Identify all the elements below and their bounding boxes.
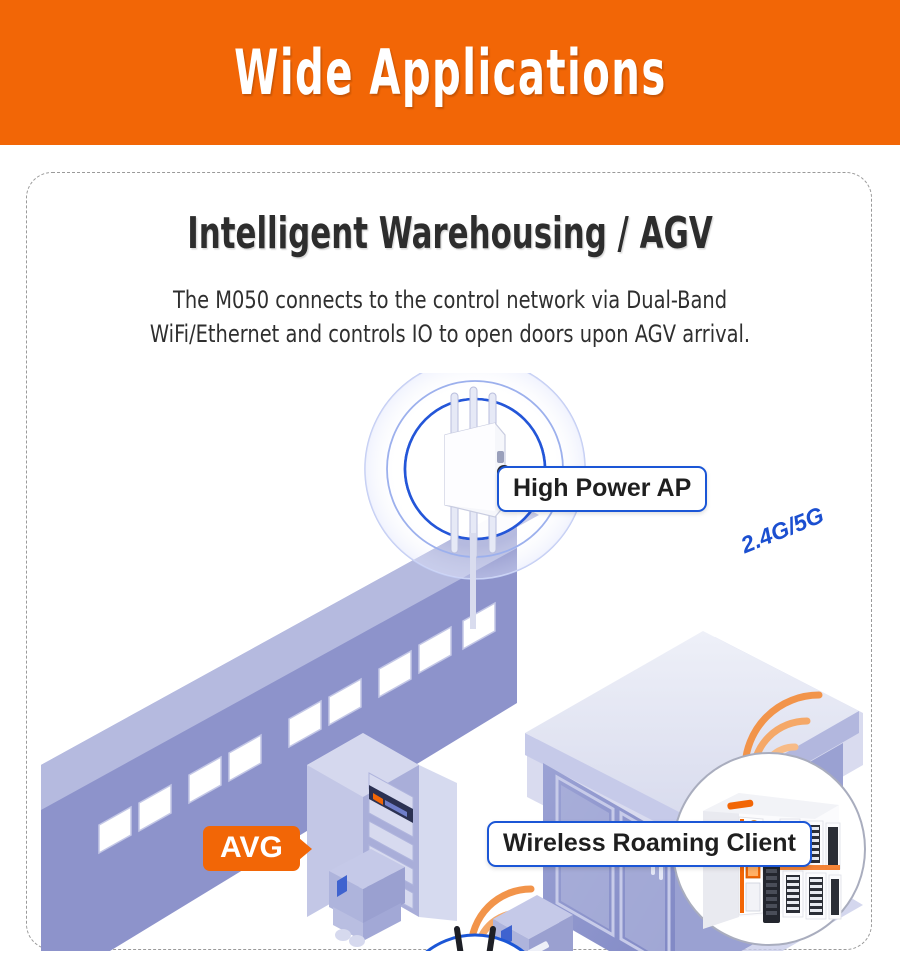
application-card: Intelligent Warehousing / AGV The M050 c… [26, 172, 873, 951]
description-line-1: The M050 connects to the control network… [172, 286, 728, 314]
warehouse-illustration [27, 373, 873, 951]
agv-robot [329, 849, 405, 947]
callout-high-power-ap[interactable]: High Power AP [497, 466, 708, 512]
high-power-ap-device [403, 386, 547, 629]
page-title: Wide Applications [233, 35, 667, 109]
warehouse-wall-left [41, 503, 539, 951]
agv-robot [493, 895, 573, 951]
section-title: Intelligent Warehousing / AGV [187, 208, 713, 259]
tag-avg[interactable]: AVG [203, 826, 312, 871]
wireless-roaming-router-device [425, 926, 525, 951]
callout-wireless-roaming-client[interactable]: Wireless Roaming Client [487, 821, 812, 867]
page-banner: Wide Applications [0, 0, 900, 145]
description-line-2: WiFi/Ethernet and controls IO to open do… [149, 320, 751, 348]
section-description: The M050 connects to the control network… [104, 283, 797, 351]
